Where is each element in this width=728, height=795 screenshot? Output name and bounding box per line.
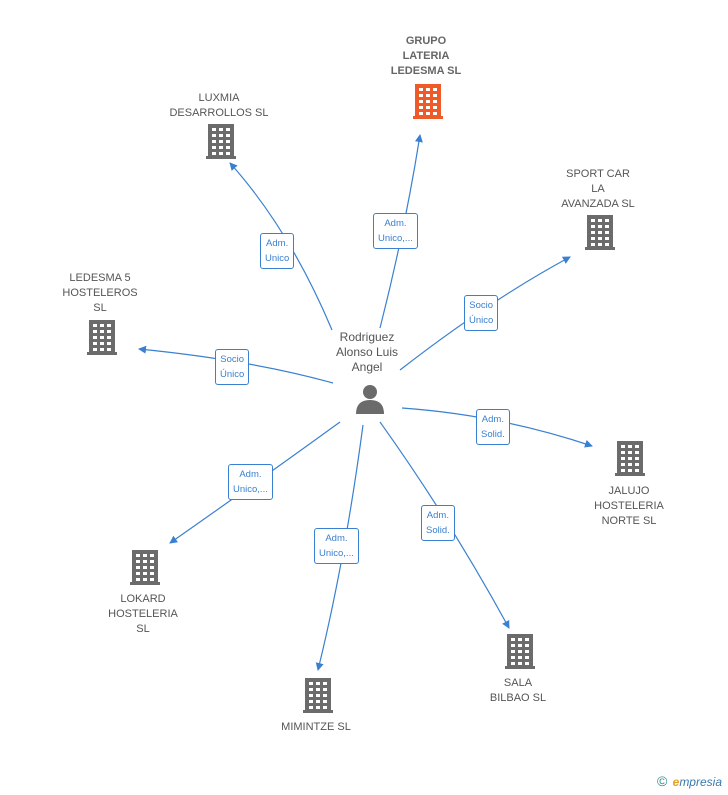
- node-label-jalujo[interactable]: JALUJO HOSTELERIA NORTE SL: [594, 485, 664, 527]
- node-label-lokard[interactable]: LOKARD HOSTELERIA SL: [108, 593, 178, 635]
- edge-label-sala[interactable]: Adm. Solid.: [421, 505, 455, 541]
- building-icon[interactable]: [303, 678, 333, 713]
- edge-label-mimintze[interactable]: Adm. Unico,...: [314, 528, 359, 564]
- brand-logo: empresia: [672, 775, 722, 789]
- edge-label-lokard[interactable]: Adm. Unico,...: [228, 464, 273, 500]
- person-icon[interactable]: [356, 385, 384, 414]
- edge-label-sportcar[interactable]: Socio Único: [464, 295, 499, 331]
- building-icon[interactable]: [206, 124, 236, 159]
- center-person-label: Rodriguez Alonso Luis Angel: [335, 330, 399, 374]
- building-icon[interactable]: [130, 550, 160, 585]
- node-label-grupo[interactable]: GRUPO LATERIA LEDESMA SL: [390, 35, 462, 77]
- footer-brand: © empresia: [657, 773, 722, 789]
- edge-label-grupo[interactable]: Adm. Unico,...: [373, 213, 418, 249]
- building-icon[interactable]: [413, 84, 443, 119]
- building-icon[interactable]: [615, 441, 645, 476]
- node-label-ledesma5[interactable]: LEDESMA 5 HOSTELEROS SL: [62, 272, 138, 314]
- building-icon[interactable]: [87, 320, 117, 355]
- edge-label-ledesma5[interactable]: Socio Único: [215, 349, 250, 385]
- node-label-mimintze[interactable]: MIMINTZE SL: [281, 721, 351, 733]
- node-label-luxmia[interactable]: LUXMIA DESARROLLOS SL: [169, 92, 269, 119]
- node-label-sala[interactable]: SALA BILBAO SL: [489, 677, 547, 704]
- node-label-sportcar[interactable]: SPORT CAR LA AVANZADA SL: [561, 168, 635, 210]
- edge-label-luxmia[interactable]: Adm. Unico: [260, 233, 295, 269]
- copyright-icon: ©: [656, 773, 668, 789]
- building-icon[interactable]: [505, 634, 535, 669]
- building-icon[interactable]: [585, 215, 615, 250]
- edge-label-jalujo[interactable]: Adm. Solid.: [476, 409, 510, 445]
